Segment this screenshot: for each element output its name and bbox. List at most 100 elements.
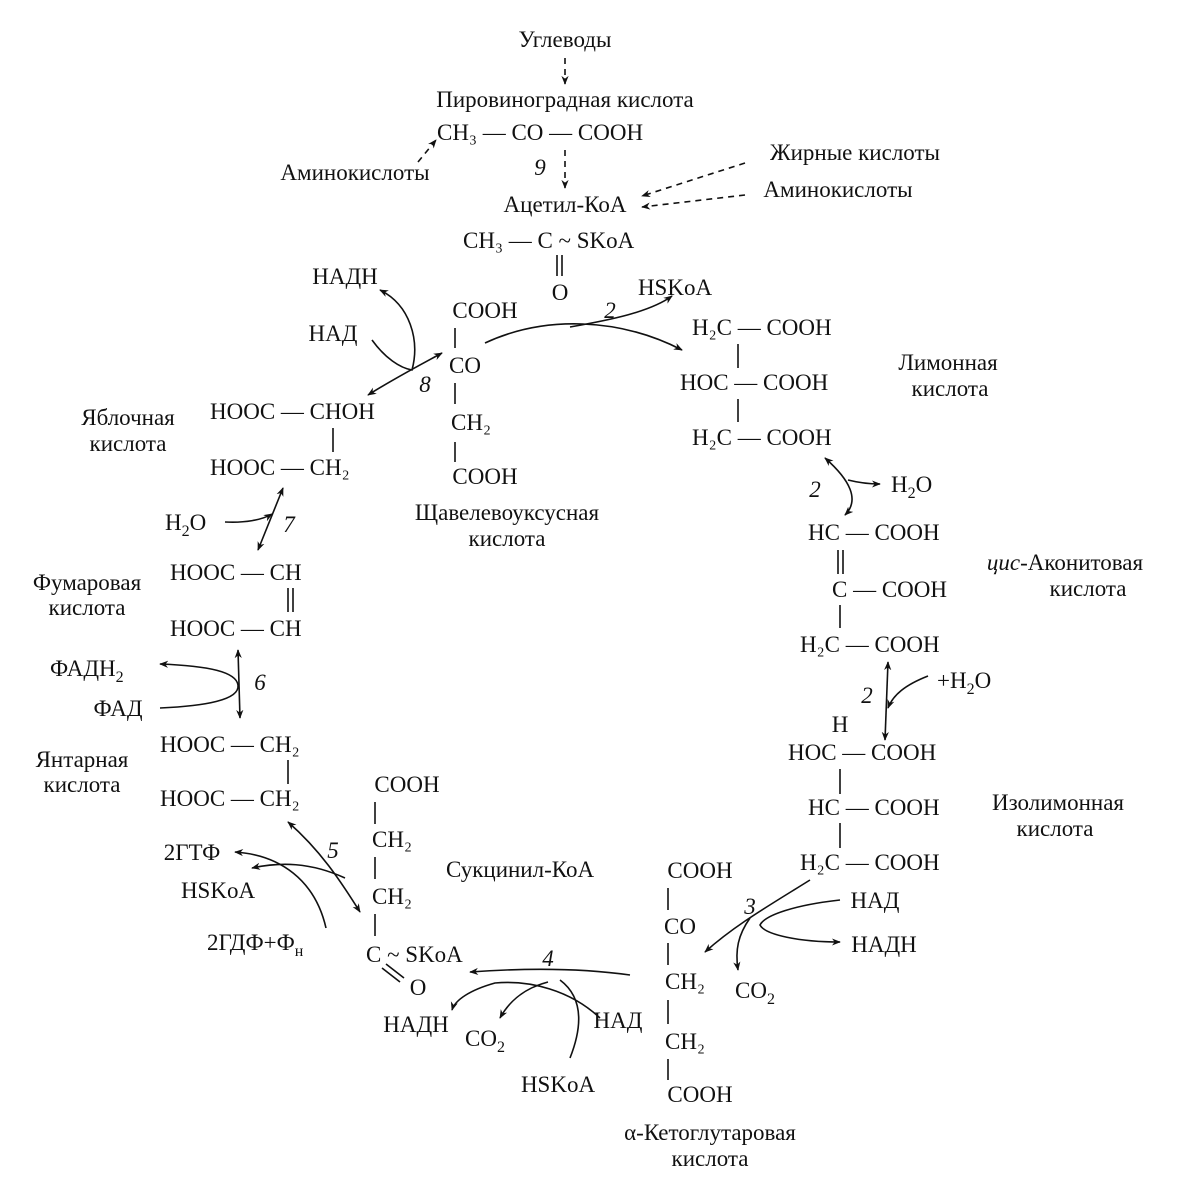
succ-coa-c: C ~ SKoA — [366, 942, 463, 967]
step-2a-label: 2 — [809, 477, 821, 502]
arrow-step-6 — [234, 649, 244, 719]
citric-row-3: H₂C — COOH — [692, 425, 832, 450]
alpha-ketoglutaric-name-1: α-Кетоглутаровая — [624, 1120, 796, 1145]
citric-acid-name-1: Лимонная — [898, 350, 998, 375]
cis-row-2: C — COOH — [832, 577, 947, 602]
iso-row-1: HOC — COOH — [788, 740, 936, 765]
succinic-acid-name-2: кислота — [44, 772, 121, 797]
citric-acid-name-2: кислота — [912, 376, 989, 401]
arrow-step-3 — [704, 879, 811, 953]
akg-ch2-b: CH₂ — [665, 1029, 705, 1054]
alpha-ketoglutaric-name-2: кислота — [672, 1146, 749, 1171]
fumaric-row-2: HOOC — CH — [170, 616, 302, 641]
step-8-label: 8 — [419, 372, 431, 397]
cis-row-1: HC — COOH — [808, 520, 940, 545]
cis-row-3: H₂C — COOH — [800, 632, 940, 657]
acetyl-carbonyl-double-bond — [556, 255, 563, 276]
co2-step-3: CO2 — [735, 978, 775, 1008]
arrow-fatty-acids-to-acetyl-coa — [641, 162, 746, 197]
step-1-label: 2 — [604, 298, 616, 323]
gtp-step-5: 2ГТФ — [164, 840, 221, 865]
succinic-row-2: HOOC — CH₂ — [160, 786, 300, 811]
arrow-step-3-co2 — [733, 917, 751, 971]
arrow-step-1-hskoa — [569, 295, 673, 328]
nadh-step-4: НАДН — [383, 1012, 449, 1037]
arrow-step-2b — [881, 661, 892, 741]
gdp-pi-step-5: 2ГДФ+Фн — [207, 930, 304, 960]
iso-row-2: HC — COOH — [808, 795, 940, 820]
malic-acid-name-1: Яблочная — [81, 405, 175, 430]
pyruvic-acid-label: Пировиноградная кислота — [436, 87, 694, 112]
succ-coa-o: O — [410, 975, 427, 1000]
step-5-label: 5 — [327, 838, 339, 863]
nad-step-3: НАД — [851, 888, 900, 913]
arrow-step-4-hskoa — [559, 979, 580, 1059]
iso-h: H — [832, 712, 849, 737]
isocitric-acid-name-2: кислота — [1017, 816, 1094, 841]
cis-double-bond — [837, 550, 844, 574]
nadh-step-8: НАДН — [312, 264, 378, 289]
arrow-step-8-nad — [371, 289, 416, 371]
oxalo-cooh-bottom: COOH — [452, 464, 517, 489]
succ-coa-double-bond — [381, 963, 405, 983]
oxaloacetic-acid-name-1: Щавелевоуксусная — [415, 500, 600, 525]
arrow-amino-acids-to-acetyl-coa — [641, 194, 746, 210]
akg-cooh-bottom: COOH — [667, 1082, 732, 1107]
akg-cooh-top: COOH — [667, 858, 732, 883]
step-9-label: 9 — [534, 155, 546, 180]
cis-aconitic-name-1: цис-Аконитовая — [987, 550, 1144, 575]
fumaric-double-bond — [287, 588, 294, 612]
fadh2-step-6: ФАДН2 — [50, 656, 124, 686]
step-7-label: 7 — [283, 512, 296, 537]
citric-row-2: HOC — COOH — [680, 370, 828, 395]
succinyl-coa-name: Сукцинил-КоА — [446, 857, 595, 882]
fumaric-acid-name-2: кислота — [49, 595, 126, 620]
nadh-step-3: НАДН — [851, 932, 917, 957]
arrow-step-5-gtp — [234, 848, 327, 929]
iso-row-3: H₂C — COOH — [800, 850, 940, 875]
oxalo-co: CO — [449, 353, 481, 378]
fatty-acids-label: Жирные кислоты — [770, 140, 940, 165]
arrow-step-1 — [484, 323, 683, 351]
arrow-step-5 — [287, 821, 361, 913]
succinic-acid-name-1: Янтарная — [36, 747, 129, 772]
succ-coa-ch2-b: CH₂ — [372, 884, 412, 909]
arrow-step-2b-water — [887, 675, 929, 709]
arrow-step-4-co2 — [499, 981, 549, 1019]
pyruvate-formula: CH₃ — CO — COOH — [437, 120, 643, 145]
arrow-step-7-water — [224, 513, 273, 523]
akg-ch2-a: CH₂ — [665, 969, 705, 994]
acetyl-coa-label: Ацетил-КоА — [504, 192, 627, 217]
water-step-2a: H2O — [891, 472, 932, 502]
acetyl-coa-formula: CH₃ — C ~ SKoA — [463, 228, 635, 253]
arrow-step-2a — [824, 457, 854, 516]
carbohydrates-label: Углеводы — [519, 27, 612, 52]
hskoa-step-1: HSKoA — [638, 275, 713, 300]
step-3-label: 3 — [743, 894, 756, 919]
succ-coa-ch2-a: CH₂ — [372, 827, 412, 852]
step-2b-label: 2 — [861, 683, 873, 708]
malic-row-1: HOOC — CHOH — [210, 399, 375, 424]
succinic-row-1: HOOC — CH₂ — [160, 732, 300, 757]
oxalo-cooh-top: COOH — [452, 298, 517, 323]
malic-row-2: HOOC — CH₂ — [210, 455, 350, 480]
nad-step-4: НАД — [594, 1008, 643, 1033]
fad-step-6: ФАД — [93, 696, 142, 721]
arrow-step-8 — [367, 352, 443, 396]
fumaric-acid-name-1: Фумаровая — [33, 570, 142, 595]
malic-acid-name-2: кислота — [90, 431, 167, 456]
oxalo-ch2: CH₂ — [451, 410, 491, 435]
arrow-step-5-hskoa — [251, 862, 346, 879]
acetyl-carbonyl-oxygen: O — [552, 280, 569, 305]
arrow-pyruvate-to-amino-acids — [417, 139, 437, 163]
step-4-label: 4 — [542, 946, 554, 971]
fumaric-row-1: HOOC — CH — [170, 560, 302, 585]
amino-acids-right-label: Аминокислоты — [763, 177, 912, 202]
isocitric-acid-name-1: Изолимонная — [992, 790, 1124, 815]
amino-acids-left-label: Аминокислоты — [280, 160, 429, 185]
hskoa-step-4: HSKoA — [521, 1072, 596, 1097]
arrow-step-2a-water — [847, 479, 881, 488]
water-step-2b: +H2O — [937, 668, 991, 698]
oxaloacetic-acid-name-2: кислота — [469, 526, 546, 551]
